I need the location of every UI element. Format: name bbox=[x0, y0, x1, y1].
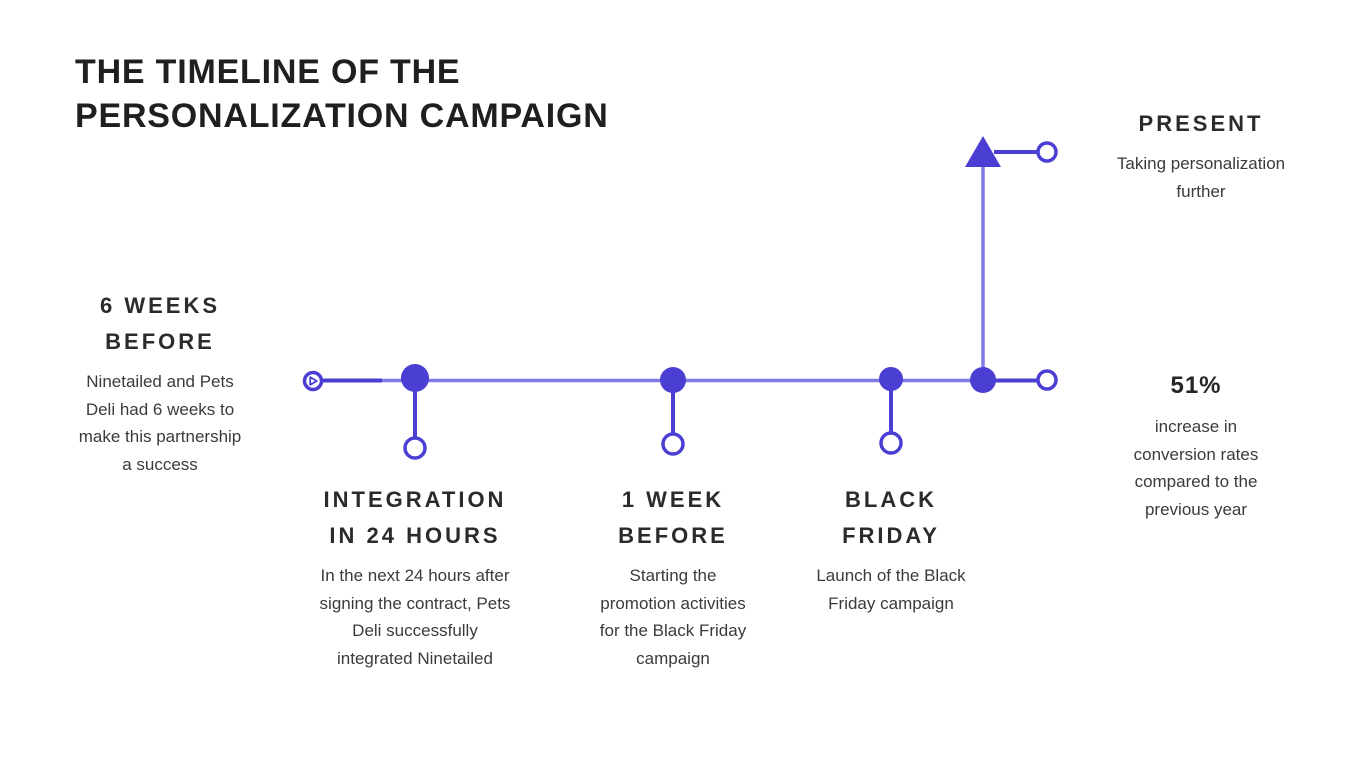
milestone-one-week: 1 WEEK BEFORE Starting the promotion act… bbox=[563, 482, 783, 672]
conversion-stat: 51% increase in conversion rates compare… bbox=[1096, 368, 1296, 523]
milestone-ring-one-week bbox=[661, 432, 685, 456]
milestone-present: PRESENT Taking personalization further bbox=[1091, 106, 1311, 205]
timeline-start-ring bbox=[302, 370, 324, 392]
milestone-heading: 1 WEEK BEFORE bbox=[618, 487, 728, 548]
arrow-up-icon bbox=[965, 136, 1001, 167]
milestone-description: Starting the promotion activities for th… bbox=[599, 566, 747, 668]
milestone-black-friday: BLACK FRIDAY Launch of the Black Friday … bbox=[791, 482, 991, 617]
play-icon bbox=[309, 376, 318, 386]
milestone-heading: PRESENT bbox=[1138, 111, 1264, 136]
timeline-end-ring bbox=[1036, 369, 1058, 391]
present-end-ring bbox=[1036, 141, 1058, 163]
stat-description: increase in conversion rates compared to… bbox=[1133, 417, 1259, 519]
milestone-dot-one-week bbox=[660, 367, 686, 393]
milestone-description: Launch of the Black Friday campaign bbox=[816, 566, 966, 613]
stat-value: 51% bbox=[1170, 372, 1222, 399]
milestone-ring-integration bbox=[403, 436, 427, 460]
milestone-heading: 6 WEEKS BEFORE bbox=[99, 293, 221, 354]
milestone-dot-present bbox=[970, 367, 996, 393]
page-title: THE TIMELINE OF THE PERSONALIZATION CAMP… bbox=[75, 53, 609, 135]
milestone-dot-integration bbox=[401, 364, 429, 392]
milestone-description: Ninetailed and Pets Deli had 6 weeks to … bbox=[78, 372, 242, 474]
milestone-heading: INTEGRATION IN 24 HOURS bbox=[323, 487, 507, 548]
milestone-dot-black-friday bbox=[879, 367, 903, 391]
milestone-ring-black-friday bbox=[879, 431, 903, 455]
milestone-heading: BLACK FRIDAY bbox=[842, 487, 940, 548]
milestone-six-weeks: 6 WEEKS BEFORE Ninetailed and Pets Deli … bbox=[48, 288, 272, 478]
milestone-description: Taking personalization further bbox=[1116, 154, 1286, 201]
milestone-integration: INTEGRATION IN 24 HOURS In the next 24 h… bbox=[285, 482, 545, 672]
milestone-description: In the next 24 hours after signing the c… bbox=[319, 566, 511, 668]
